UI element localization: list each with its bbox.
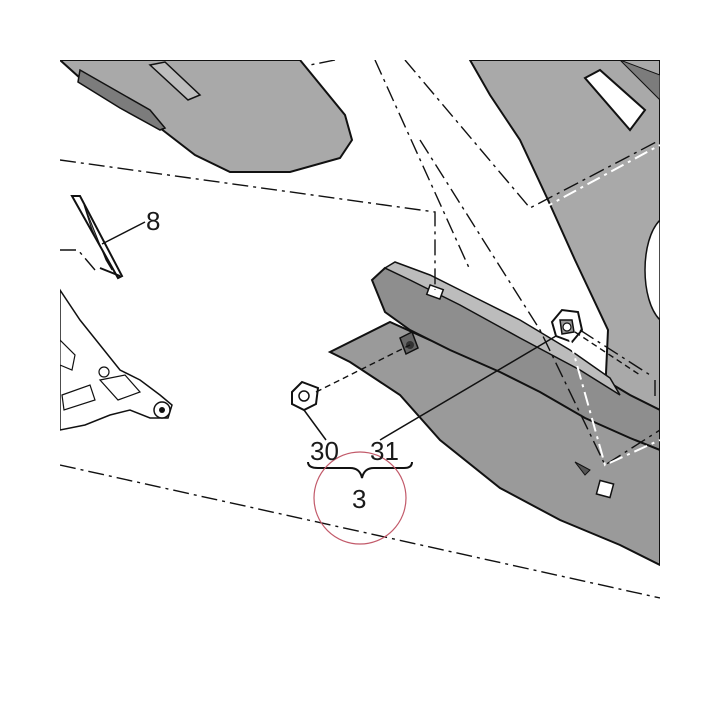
callout-3: 3 [352, 484, 366, 514]
nut-part-30 [291, 380, 320, 412]
upper-housing-part [60, 60, 354, 173]
clip-part-31 [550, 308, 584, 344]
callout-30: 30 [310, 436, 339, 466]
callout-31: 31 [370, 436, 399, 466]
assembly-lines [60, 60, 660, 599]
fastener-lines [315, 331, 641, 393]
engine-fragment [60, 288, 173, 431]
right-fairing-part [468, 60, 660, 442]
assembly-brace [307, 461, 413, 479]
bracket-part-8 [70, 195, 124, 280]
callout-8: 8 [146, 206, 160, 236]
white-guide-lines [539, 144, 660, 467]
highlight-circle [313, 451, 407, 545]
leader-lines [101, 221, 557, 441]
